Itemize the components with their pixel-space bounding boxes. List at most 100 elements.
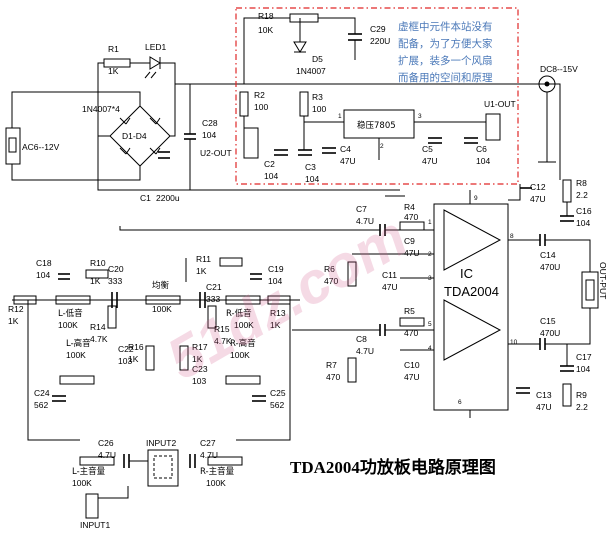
r13-value: 1K [270, 320, 281, 330]
c28-ref: C28 [202, 118, 218, 128]
r12-resistor [13, 295, 37, 305]
c3-ref: C3 [305, 162, 316, 172]
r10-value: 1K [90, 276, 101, 286]
r15-ref: R15 [214, 324, 230, 334]
r4-value: 470 [404, 212, 418, 222]
tone-control-section: R12 1K C18 104 R10 1K L-低音 100K C20 333 … [8, 254, 300, 441]
r-treble-ref: R-高音 [230, 338, 256, 349]
c12-value: 47U [530, 194, 546, 204]
reg-pin-1: 1 [338, 113, 342, 120]
d5-ref: D5 [312, 54, 323, 64]
tone-left-return [27, 300, 80, 441]
ch-l-feed-wire [119, 226, 380, 231]
c13-ref: C13 [536, 390, 552, 400]
c3-value: 104 [305, 174, 319, 184]
c5-value: 47U [422, 156, 438, 166]
tone-right-return [236, 300, 291, 441]
r10-resistor [85, 269, 109, 279]
u2-label: U2-OUT [200, 148, 232, 158]
c21-value: 333 [206, 294, 220, 304]
watermark: 51dz.com [156, 204, 417, 392]
r4-resistor [399, 221, 425, 231]
ac-wire-bottom [11, 164, 141, 181]
c18-value: 104 [36, 270, 50, 280]
balance-pot [145, 295, 181, 305]
out-bottom-wire-2 [545, 308, 591, 345]
c22-ref: C22 [118, 344, 134, 354]
bridge-diode-2 [149, 117, 161, 125]
c1-value: 2200u [156, 193, 180, 203]
c24-ref: C24 [34, 388, 50, 398]
input2-connector [147, 449, 179, 487]
c27-value: 4.7U [200, 450, 218, 460]
r6-value: 470 [324, 276, 338, 286]
led-wire-out [160, 62, 176, 84]
r15-resistor [207, 305, 217, 329]
r2-ref: R2 [254, 90, 265, 100]
ic-pin-10: 10 [510, 339, 518, 346]
ic-label: IC [460, 266, 473, 281]
c25-ref: C25 [270, 388, 286, 398]
r2-resistor [239, 91, 249, 117]
r6-resistor [347, 261, 357, 287]
r12-ref: R12 [8, 304, 24, 314]
l-volume-ref: L-主音量 [72, 466, 106, 477]
r14-value: 4.7K [90, 334, 108, 344]
c19-ref: C19 [268, 264, 284, 274]
ac-input-connector [5, 127, 21, 165]
c4-ref: C4 [340, 144, 351, 154]
r17-resistor [179, 345, 189, 371]
led-label: LED1 [145, 42, 167, 52]
r6-ref: R6 [324, 264, 335, 274]
bridge-rectifier [109, 105, 171, 167]
diagram-title: TDA2004功放板电路原理图 [290, 457, 496, 477]
balance-value: 100K [152, 304, 172, 314]
r11-resistor [219, 257, 243, 267]
r12-value: 1K [8, 316, 19, 326]
reg-pin-2: 2 [380, 143, 384, 150]
r17-value: 1K [192, 354, 203, 364]
ic-pin-6: 6 [458, 399, 462, 406]
c2-value: 104 [264, 171, 278, 181]
r11-ref: R11 [196, 254, 211, 264]
r2-value: 100 [254, 102, 268, 112]
d5-value: 1N4007 [296, 66, 326, 76]
dc-jack-center [544, 81, 550, 87]
c18-ref: C18 [36, 258, 52, 268]
c4-value: 47U [340, 156, 356, 166]
r-bass-ref: R-低音 [226, 308, 252, 319]
ground-rail-wire [97, 136, 200, 191]
op-amp-bottom [443, 299, 502, 361]
r-bass-pot [225, 295, 261, 305]
c26-ref: C26 [98, 438, 114, 448]
c19-value: 104 [268, 276, 282, 286]
r10-ref: R10 [90, 258, 106, 268]
input1-wires [98, 486, 129, 499]
ic-pin-9: 9 [474, 195, 478, 202]
amplifier-section: IC TDA2004 1 2 3 4 5 6 9 8 10 C12 47U R8… [119, 178, 608, 418]
r18-wire [243, 17, 290, 84]
c29-ref: C29 [370, 24, 386, 34]
c22-value: 103 [118, 356, 132, 366]
l-bass-value: 100K [58, 320, 78, 330]
bridge-ref-label: D1-D4 [122, 131, 147, 141]
optional-fan-block: 虚框中元件本站没有 配备，为了方便大家 扩展，装多一个风扇 而备用的空间和原理 … [200, 7, 519, 185]
c29-value: 220U [370, 36, 390, 46]
reg-pin-3: 3 [418, 113, 422, 120]
r-bass-value: 100K [234, 320, 254, 330]
c24-value: 562 [34, 400, 48, 410]
c6-value: 104 [476, 156, 490, 166]
c20-ref: C20 [108, 264, 124, 274]
r8-resistor [562, 179, 572, 203]
r-volume-pot [207, 456, 243, 466]
dashed-frame [235, 7, 519, 185]
r16-value: 1K [128, 354, 139, 364]
c13-value: 47U [536, 402, 552, 412]
r13-ref: R13 [270, 308, 286, 318]
r18-resistor [289, 13, 319, 23]
l-treble-pot [59, 375, 95, 385]
ic-pin-8: 8 [510, 233, 514, 240]
r7-value: 470 [326, 372, 340, 382]
dc-input-label: DC8--15V [540, 64, 578, 74]
l-volume-pot [79, 456, 115, 466]
